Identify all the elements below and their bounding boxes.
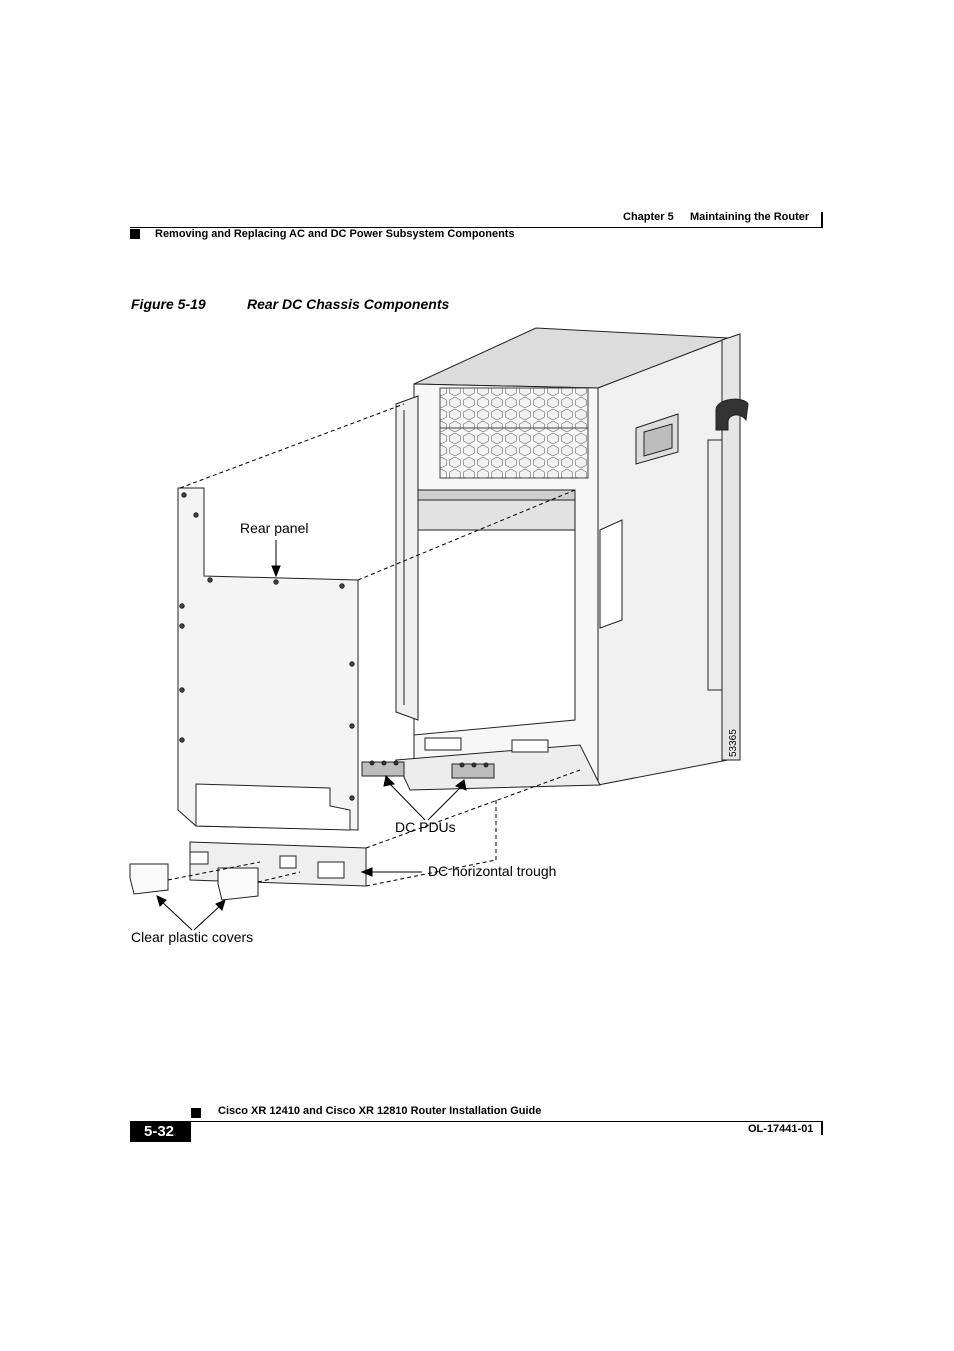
callout-arrows	[156, 540, 467, 931]
label-plastic-covers: Clear plastic covers	[131, 929, 254, 945]
rear-panel	[177, 487, 359, 831]
header-rule	[130, 227, 823, 228]
figure-number: Figure 5-19	[131, 296, 206, 312]
header-square-marker	[130, 229, 140, 239]
label-rear-panel: Rear panel	[240, 520, 309, 536]
header-chapter-title: Maintaining the Router	[690, 211, 810, 223]
plastic-covers	[129, 863, 259, 901]
header-chapter: Chapter 5	[623, 211, 674, 223]
footer-doc-id: OL-17441-01	[748, 1123, 814, 1135]
footer-square-marker	[191, 1108, 201, 1118]
art-id: 53365	[728, 729, 739, 757]
dc-horizontal-trough	[189, 841, 367, 887]
footer-guide-title: Cisco XR 12410 and Cisco XR 12810 Router…	[218, 1105, 542, 1117]
header-right-bar	[821, 212, 823, 228]
dc-pdu-right	[451, 762, 495, 779]
page-number-tab: 5-32	[130, 1122, 191, 1142]
page-number: 5-32	[144, 1123, 175, 1140]
header-section-title: Removing and Replacing AC and DC Power S…	[155, 228, 515, 240]
label-dc-pdus: DC PDUs	[395, 819, 456, 835]
footer-rule	[130, 1121, 823, 1122]
dc-pdu-left	[361, 760, 405, 777]
dashed-guides	[167, 403, 581, 887]
footer-right-bar	[821, 1121, 823, 1135]
chassis	[395, 327, 749, 791]
label-dc-horizontal-trough: DC horizontal trough	[428, 863, 557, 879]
figure-title: Rear DC Chassis Components	[247, 296, 450, 312]
